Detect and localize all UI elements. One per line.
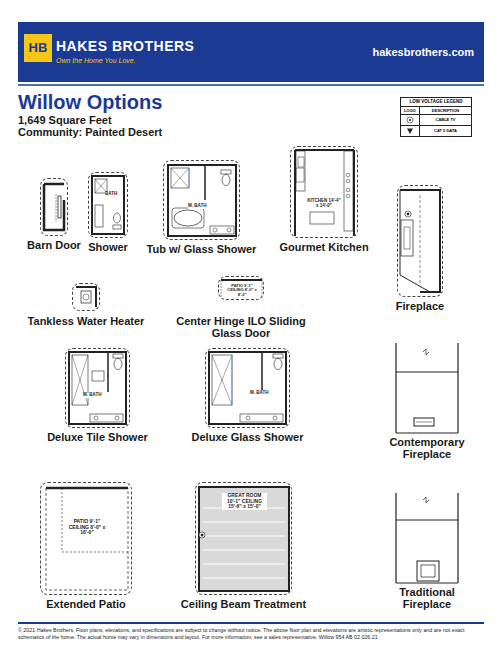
option-plan: Gourmet KitchenKITCHEN 14'-4" x 14'-0" — [290, 146, 358, 238]
cable-tv-symbol — [401, 115, 419, 125]
option-caption: Deluxe Glass Shower — [192, 431, 304, 443]
room-label: GREAT ROOM 10'-1" CEILING 15'-6" x 15'-0… — [222, 493, 267, 510]
option-plan: Ceiling Beam TreatmentGREAT ROOM 10'-1" … — [195, 482, 292, 595]
room-label: BATH — [105, 192, 117, 197]
option-plan: ShowerBATH — [88, 172, 128, 238]
plan-info: Community: Painted Desert — [18, 126, 162, 138]
option-plan: Tub w/ Glass ShowerM. BATH — [163, 160, 240, 240]
option-caption: Center Hinge ILO Sliding Glass Door — [176, 315, 306, 339]
option-caption: Ceiling Beam Treatment — [181, 598, 306, 610]
option-plan: Barn Door — [40, 178, 68, 236]
legend-box: LOW VOLTAGE LEGENDLOGODESCRIPTION CABLE T… — [400, 97, 472, 137]
legend-symbol-cell — [401, 126, 420, 136]
option-plan: Center Hinge ILO Sliding Glass DoorPATIO… — [218, 276, 264, 300]
legend-row: LOGODESCRIPTION — [401, 106, 471, 114]
room-label: PATIO 9'-1" CEILING 8'-0" x 16'-0" — [67, 519, 107, 536]
option-plan: Extended PatioPATIO 9'-1" CEILING 8'-0" … — [40, 482, 132, 595]
option-plan: Contemporary Fireplace — [393, 343, 461, 433]
option-caption: Fireplace — [396, 300, 444, 312]
room-label: PATIO 9'-1" CEILING 8'-0" x 8'-0" — [227, 284, 257, 297]
option-caption: Gourmet Kitchen — [279, 241, 368, 253]
option-plan: Tankless Water Heater — [72, 283, 100, 311]
legend-column-head: LOGO — [401, 107, 420, 114]
legend-column-head: DESCRIPTION — [420, 107, 471, 114]
brand-text: HAKES BROTHERS — [56, 39, 194, 54]
header-bar: HAKES BROTHERS Own the Home You Love. hake… — [18, 22, 484, 82]
brand-text: hakesbrothers.com — [373, 46, 474, 58]
option-caption: Shower — [88, 241, 128, 253]
plan-info: 1,649 Square Feet — [18, 114, 112, 126]
option-caption: Traditional Fireplace — [377, 586, 477, 610]
room-label: M. BATH — [188, 204, 206, 209]
option-caption: Barn Door — [27, 239, 81, 251]
page-title: Willow Options — [18, 91, 162, 113]
option-caption: Contemporary Fireplace — [377, 436, 477, 460]
legend-text: CAT 5 DATA — [420, 128, 471, 133]
room-label: M. BATH — [250, 391, 268, 396]
legend-symbol-cell — [401, 115, 420, 125]
legend-row: CAT 5 DATA — [401, 125, 471, 136]
option-plan: Fireplace — [397, 185, 443, 297]
option-plan: Deluxe Glass ShowerM. BATH — [205, 348, 290, 428]
data-symbol — [401, 126, 419, 136]
footer-note: © 2021 Hakes Brothers, Floor plans, elev… — [18, 627, 484, 640]
option-plan: Deluxe Tile ShowerM. BATH — [65, 348, 130, 428]
logo-box: HB — [24, 34, 52, 62]
legend-row: CABLE TV — [401, 114, 471, 125]
option-caption: Deluxe Tile Shower — [47, 431, 148, 443]
option-plan: Traditional Fireplace — [393, 493, 461, 583]
room-label: KITCHEN 14'-4" x 14'-0" — [307, 199, 341, 209]
brand-text: HB — [24, 41, 52, 55]
brand-text: Own the Home You Love. — [56, 57, 136, 65]
room-label: M. BATH — [83, 393, 101, 398]
option-caption: Tub w/ Glass Shower — [147, 243, 257, 255]
legend-text: CABLE TV — [420, 117, 471, 122]
option-caption: Tankless Water Heater — [26, 315, 146, 327]
legend-heading: LOW VOLTAGE LEGEND — [401, 98, 471, 106]
option-caption: Extended Patio — [46, 598, 125, 610]
